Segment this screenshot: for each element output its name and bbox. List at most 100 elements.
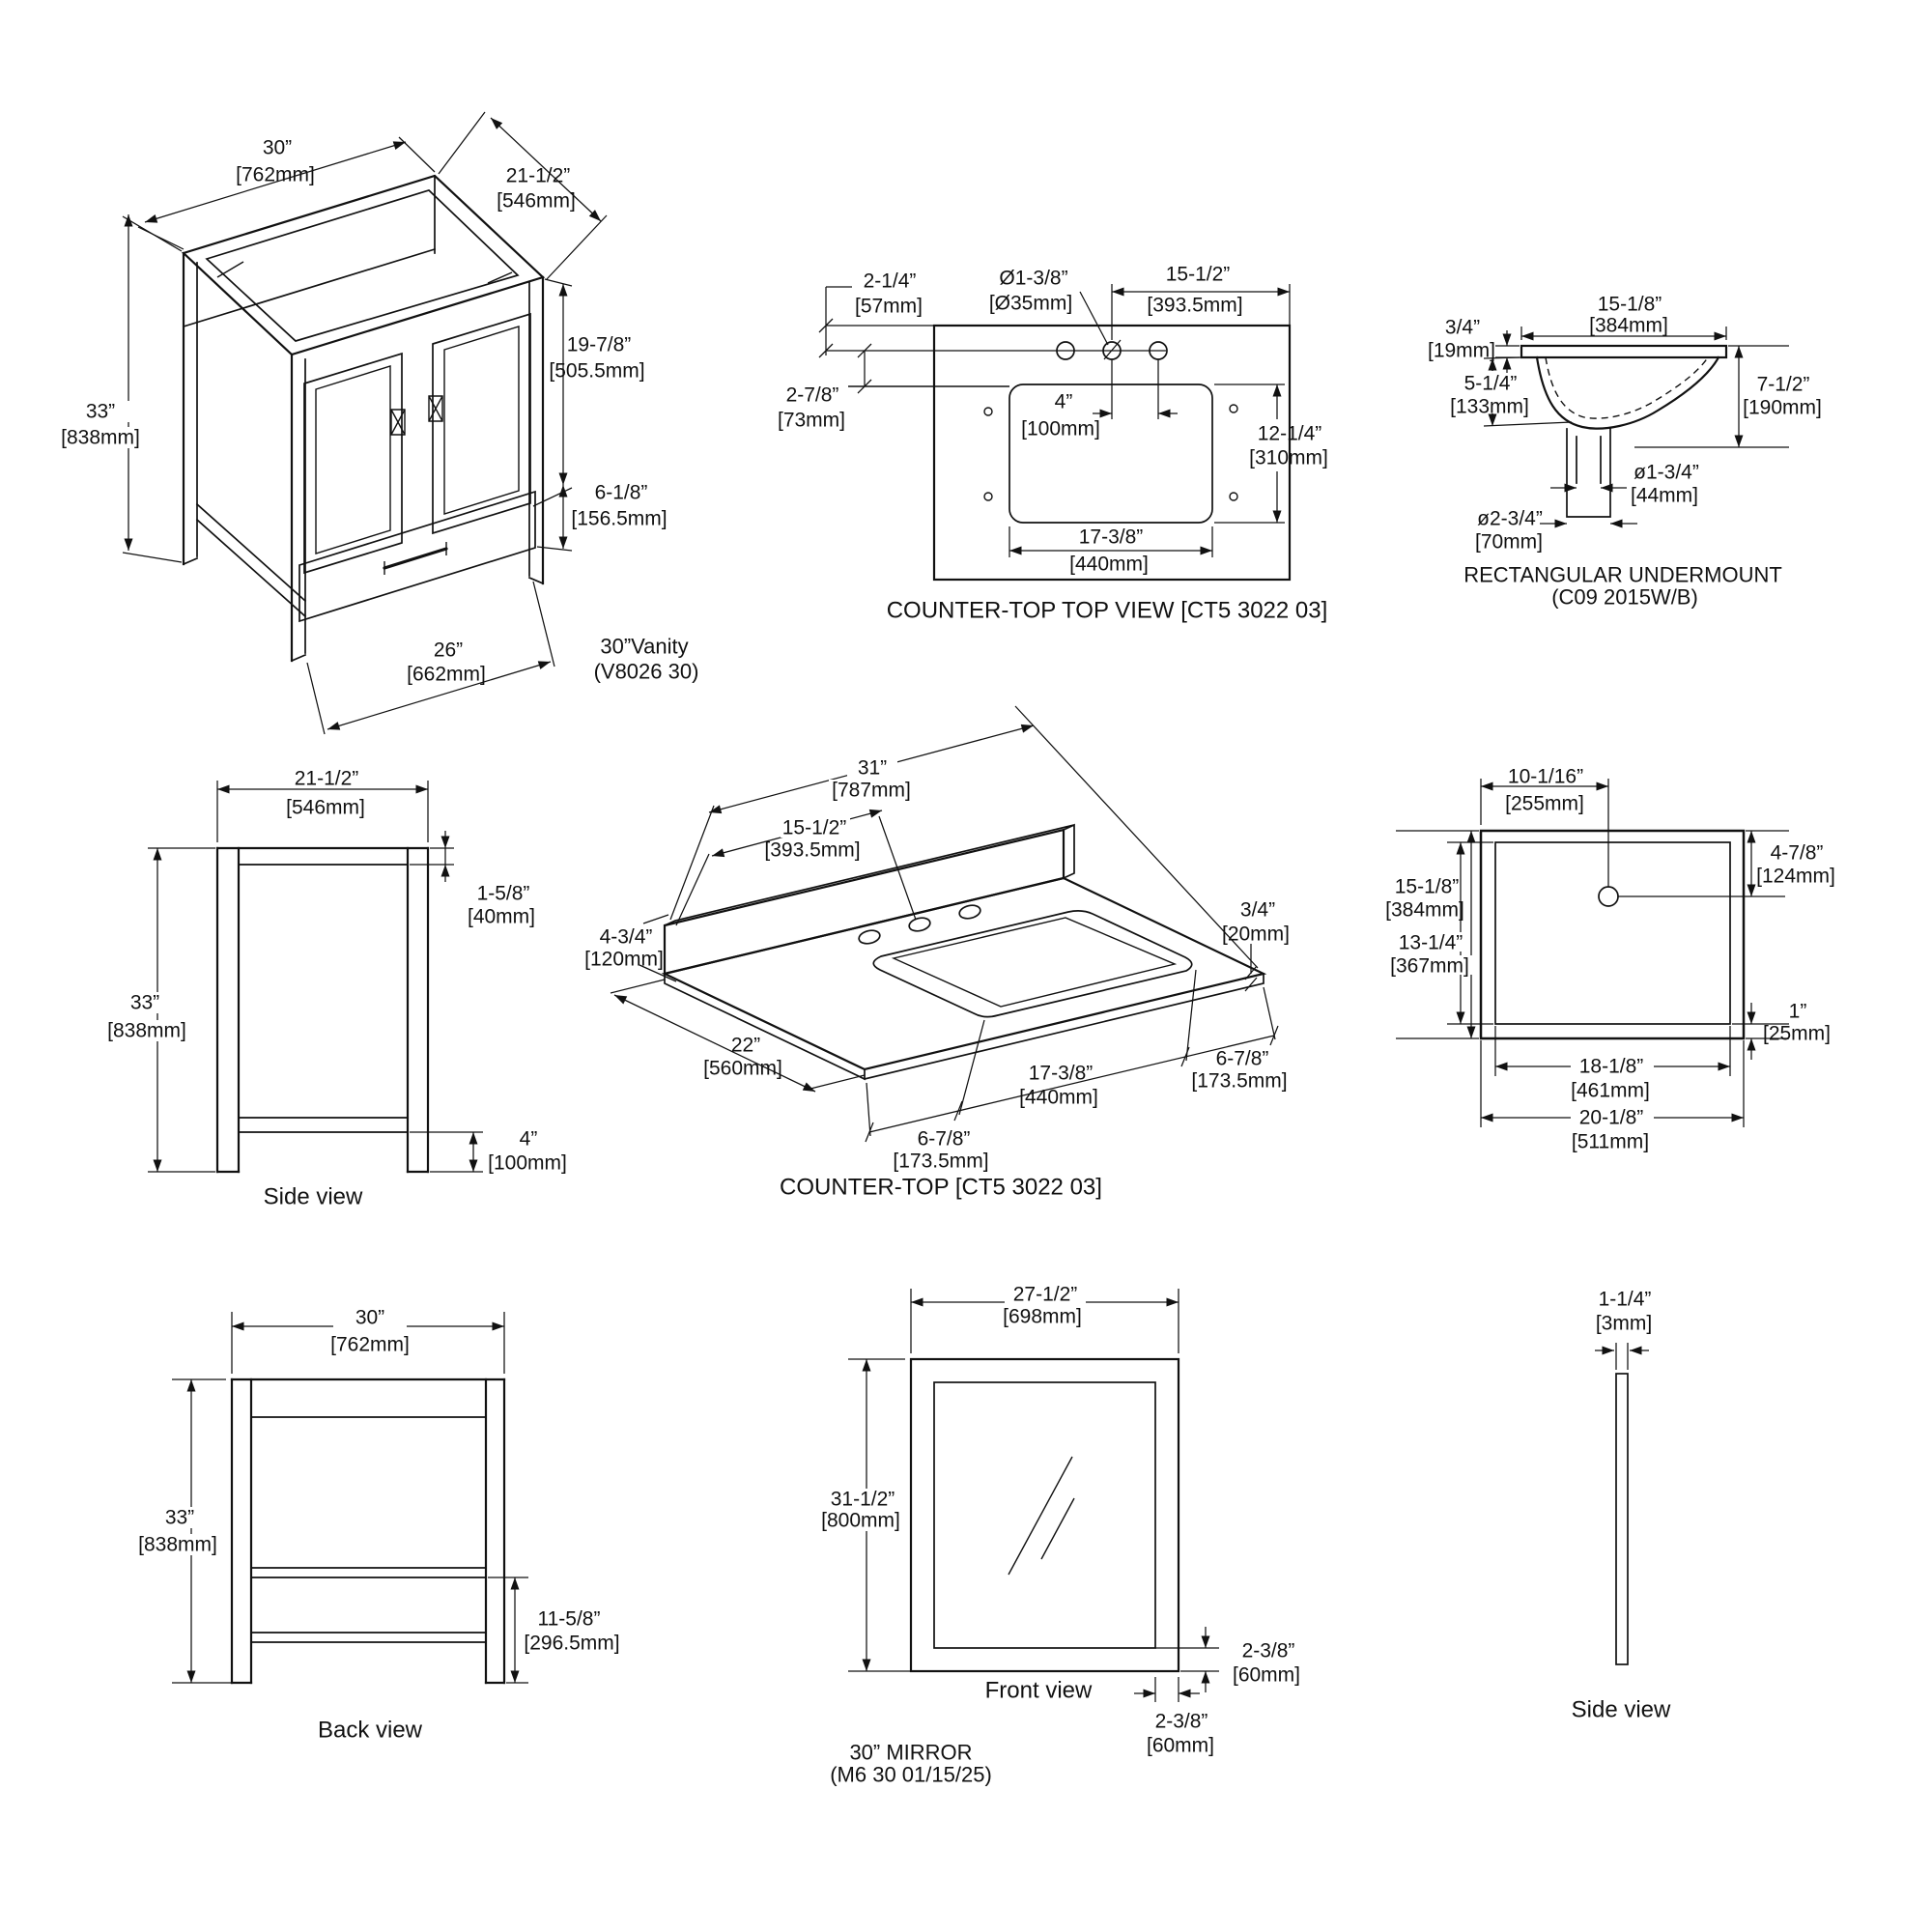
sk-outerw-mm: [511mm]	[1572, 1131, 1649, 1153]
dim-vanity-width: 30” [762mm]	[137, 137, 436, 250]
dim-ct-splash: 2-7/8” [73mm]	[778, 343, 872, 432]
dim-mf-frame-h: 2-3/8” [60mm]	[1134, 1677, 1214, 1757]
sk-outerw-in: 20-1/8”	[1579, 1107, 1644, 1129]
um-depth-in: 5-1/4”	[1464, 373, 1518, 395]
dim-sk-inner-width: 18-1/8” [461mm]	[1494, 1026, 1731, 1102]
dim-cp-splash: 4-3/4” [120mm]	[584, 914, 677, 982]
mounting-hole	[1229, 492, 1238, 501]
sink-cutout	[1009, 384, 1213, 524]
cp-span-in: 15-1/2”	[782, 817, 847, 839]
mirror-side-caption: Side view	[1572, 1697, 1671, 1723]
cp-width-in: 31”	[858, 757, 887, 780]
sk-innerd-mm: [367mm]	[1390, 955, 1469, 978]
dim-cp-width: 31” [787mm]	[669, 705, 1259, 969]
sk-innerw-mm: [461mm]	[1571, 1080, 1650, 1102]
dim-vanity-depth: 21-1/2” [546mm]	[438, 111, 608, 280]
cp-right-in: 6-7/8”	[1216, 1048, 1269, 1070]
cp-cutout-in: 17-3/8”	[1029, 1063, 1094, 1085]
ct-splash-mm: [73mm]	[778, 410, 845, 432]
cp-width-mm: [787mm]	[832, 780, 911, 802]
um-width-mm: [384mm]	[1589, 315, 1668, 337]
cp-cutout-mm: [440mm]	[1019, 1087, 1098, 1109]
um-caption-line1: RECTANGULAR UNDERMOUNT	[1463, 563, 1782, 587]
sk-innerw-in: 18-1/8”	[1579, 1056, 1644, 1078]
dim-ct-hole: Ø1-3/8” [Ø35mm]	[989, 268, 1072, 315]
dim-cp-span: 15-1/2” [393.5mm]	[675, 809, 917, 926]
dim-bv-height: 33” [838mm]	[131, 1378, 232, 1684]
vanity-iso-caption: 30”Vanity (V8026 30)	[594, 635, 699, 684]
vanity-caption-line2: (V8026 30)	[594, 660, 699, 684]
mf-width-mm: [698mm]	[1003, 1306, 1082, 1328]
mounting-hole	[1229, 404, 1238, 413]
cp-left-in: 6-7/8”	[918, 1128, 971, 1151]
mirror-shine	[1008, 1456, 1075, 1576]
vanity-upper-mm: [505.5mm]	[549, 360, 644, 383]
dim-bv-width: 30” [762mm]	[231, 1307, 505, 1374]
mf-frame-h-in: 2-3/8”	[1155, 1711, 1208, 1733]
cp-left-mm: [173.5mm]	[893, 1151, 988, 1173]
vanity-depth-in: 21-1/2”	[506, 165, 571, 187]
vanity-inner-in: 26”	[434, 639, 463, 662]
ct-span-in: 15-1/2”	[1166, 264, 1231, 286]
ct-cutout-in: 17-3/8”	[1079, 526, 1144, 549]
ct-spacing-in: 4”	[1055, 391, 1073, 413]
dim-sk-inner-depth: 13-1/4” [367mm]	[1389, 841, 1493, 1025]
drain-hole	[1598, 886, 1619, 907]
um-height-in: 7-1/2”	[1757, 374, 1810, 396]
um-drain2-in: ø2-3/4”	[1477, 508, 1543, 530]
sv-height-mm: [838mm]	[107, 1020, 186, 1042]
cp-depth-mm: [560mm]	[703, 1058, 782, 1080]
mf-height-mm: [800mm]	[821, 1510, 900, 1532]
dim-vanity-drawer: 6-1/8” [156.5mm]	[536, 482, 668, 552]
vanity-backview-drawing	[230, 1378, 506, 1685]
faucet-hole	[908, 917, 931, 932]
dim-mf-width: 27-1/2” [698mm]	[910, 1284, 1179, 1353]
undermount-drawing	[1520, 344, 1728, 518]
dim-ct-offset: 2-1/4” [57mm]	[818, 270, 923, 358]
undermount-caption: RECTANGULAR UNDERMOUNT (C09 2015W/B)	[1463, 563, 1782, 610]
sv-depth-mm: [546mm]	[286, 797, 365, 819]
mounting-hole	[983, 492, 993, 501]
dim-cp-thickness: 3/4” [20mm]	[1222, 899, 1290, 992]
backview-caption: Back view	[318, 1718, 423, 1744]
dim-um-rim: 3/4” [19mm]	[1428, 317, 1520, 373]
dim-sk-outer-depth: 15-1/8” [384mm]	[1385, 830, 1479, 1039]
sv-height-in: 33”	[130, 992, 159, 1014]
cp-right-mm: [173.5mm]	[1191, 1070, 1287, 1093]
ct-span-mm: [393.5mm]	[1147, 295, 1242, 317]
sink-topview-drawing	[1479, 779, 1785, 1040]
um-width-in: 15-1/8”	[1598, 294, 1662, 316]
bv-shelf-in: 11-5/8”	[538, 1608, 601, 1631]
vanity-height-in: 33”	[86, 401, 115, 423]
dim-vanity-height: 33” [838mm]	[56, 214, 183, 563]
vanity-width-mm: [762mm]	[236, 164, 315, 186]
dim-sv-height: 33” [838mm]	[102, 847, 215, 1173]
sv-rail-in: 1-5/8”	[477, 883, 530, 905]
dim-sk-outer-width: 20-1/8” [511mm]	[1480, 1040, 1745, 1153]
dim-mf-frame-v: 2-3/8” [60mm]	[1155, 1627, 1300, 1692]
dim-sk-wall: 1” [25mm]	[1732, 1001, 1831, 1060]
mirror-title-line2: (M6 30 01/15/25)	[830, 1763, 992, 1787]
cp-splash-mm: [120mm]	[584, 949, 664, 971]
sv-base-in: 4”	[520, 1128, 538, 1151]
cp-span-mm: [393.5mm]	[764, 839, 860, 862]
ct-depth-in: 12-1/4”	[1258, 423, 1322, 445]
um-drain1-mm: [44mm]	[1631, 485, 1698, 507]
vanity-drawer-in: 6-1/8”	[595, 482, 648, 504]
sk-drainx-in: 10-1/16”	[1508, 766, 1583, 788]
dim-um-drain-inner: ø1-3/4” [44mm]	[1550, 462, 1699, 507]
ct-hole-mm: [Ø35mm]	[989, 293, 1072, 315]
ct-offset-in: 2-1/4”	[864, 270, 917, 293]
dim-um-width: 15-1/8” [384mm]	[1520, 294, 1727, 341]
vanity-caption-line1: 30”Vanity	[600, 635, 688, 659]
ct-persp-caption: COUNTER-TOP [CT5 3022 03]	[780, 1175, 1102, 1201]
ct-offset-mm: [57mm]	[855, 296, 923, 318]
sv-rail-mm: [40mm]	[468, 906, 535, 928]
ct-hole-in: Ø1-3/8”	[999, 268, 1067, 290]
dim-vanity-inner: 26” [662mm]	[306, 581, 555, 735]
dim-bv-shelf: 11-5/8” [296.5mm]	[488, 1577, 620, 1684]
vanity-iso-drawing	[181, 174, 546, 663]
mirror-front-caption: Front view	[985, 1678, 1093, 1704]
